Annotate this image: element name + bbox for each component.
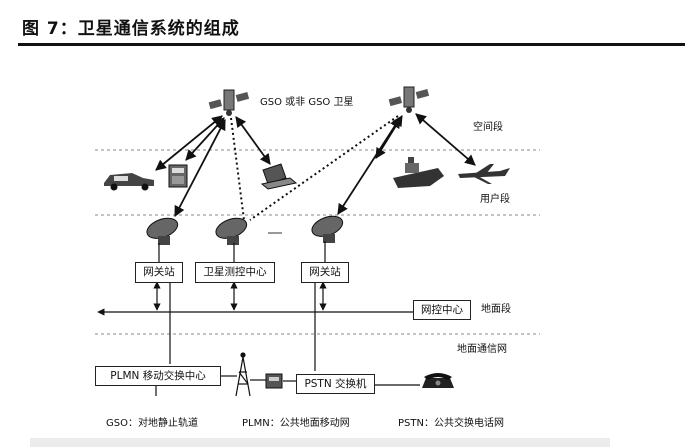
laptop-icon <box>260 163 298 190</box>
link-sat-gateway-right <box>337 117 401 215</box>
pstn-switch: PSTN 交换机 <box>296 374 375 394</box>
dotted-link-control-left <box>230 117 245 221</box>
dish-gateway-left-icon <box>146 217 179 245</box>
satellite-control-center: 卫星测控中心 <box>195 262 275 283</box>
link-sat-laptop <box>235 116 271 165</box>
network-control-center: 网控中心 <box>413 300 471 320</box>
car-icon <box>104 173 154 191</box>
fax-phone-icon <box>168 164 188 188</box>
control-links <box>230 115 399 221</box>
terrestrial-network-label: 地面通信网 <box>457 344 507 355</box>
legend-pstn: PSTN：公共交换电话网 <box>398 418 504 429</box>
satellite-left-icon <box>208 89 250 116</box>
satellite-right-icon <box>388 86 430 113</box>
dish-gateway-right-icon <box>311 215 344 243</box>
link-sat-fax <box>185 117 225 161</box>
title-rule <box>18 43 685 46</box>
cell-tower-icon <box>235 352 251 397</box>
telephone-icon <box>422 373 454 388</box>
user-segment-label: 用户段 <box>480 194 510 205</box>
mobile-phone-icon <box>265 373 283 389</box>
airplane-icon <box>458 164 510 184</box>
ground-segment-label: 地面段 <box>481 304 511 315</box>
space-segment-label: 空间段 <box>473 122 503 133</box>
plmn-switching-center: PLMN 移动交换中心 <box>95 366 221 386</box>
ground-connections <box>97 241 463 396</box>
ship-icon <box>393 157 444 188</box>
bottom-band <box>30 438 610 447</box>
dish-control-icon <box>215 217 248 245</box>
figure-title: 图 7：卫星通信系统的组成 <box>22 19 240 39</box>
link-sat-airplane <box>415 113 476 166</box>
dotted-link-control-right <box>249 115 399 221</box>
legend-gso: GSO：对地静止轨道 <box>106 418 198 429</box>
satellite-links <box>155 113 476 217</box>
link-sat-gateway-left <box>174 119 226 217</box>
gateway-station-left: 网关站 <box>135 262 183 283</box>
satellite-label: GSO 或非 GSO 卫星 <box>260 97 354 108</box>
gateway-station-right: 网关站 <box>301 262 349 283</box>
legend-plmn: PLMN：公共地面移动网 <box>242 418 350 429</box>
